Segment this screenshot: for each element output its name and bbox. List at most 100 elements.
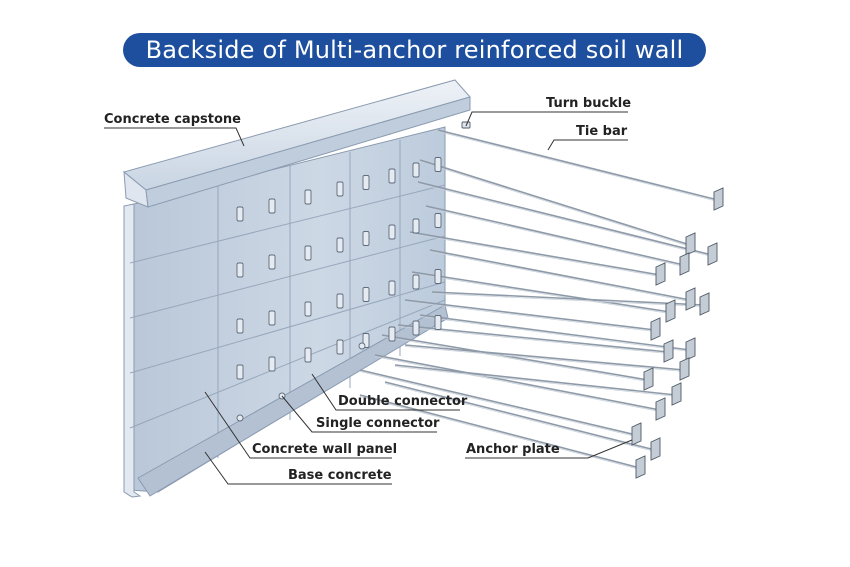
tie-bar-highlight xyxy=(394,366,677,397)
anchor-plate xyxy=(650,437,661,461)
tie-bar xyxy=(425,205,685,266)
wall-left-edge xyxy=(123,203,142,498)
tie-bar xyxy=(381,334,649,381)
tie-bar xyxy=(431,291,705,306)
wall-connector xyxy=(388,224,396,240)
single-connector xyxy=(236,414,244,422)
label-anchor-plate: Anchor plate xyxy=(466,442,560,457)
tie-bar-highlight xyxy=(411,273,671,314)
tie-bar xyxy=(429,249,691,301)
wall-connector xyxy=(336,339,344,355)
wall-connector xyxy=(412,162,420,178)
leader-single-connector xyxy=(281,395,437,433)
tie-bar-highlight xyxy=(404,346,685,372)
anchor-plate xyxy=(635,455,646,479)
anchor-plate xyxy=(663,339,674,363)
connectors xyxy=(236,121,471,422)
diagram-title: Backside of Multi-anchor reinforced soil… xyxy=(145,36,684,64)
tie-bar xyxy=(419,159,691,246)
tie-bar xyxy=(394,364,677,396)
tie-bar xyxy=(404,344,685,371)
tie-bar-highlight xyxy=(381,336,649,382)
tie-bar-highlight xyxy=(429,251,691,302)
wall-connector xyxy=(434,213,442,228)
anchor-plate xyxy=(707,242,718,266)
anchor-plates xyxy=(631,187,724,479)
tie-bar xyxy=(359,369,637,436)
leader-concrete-wall-panel xyxy=(204,391,392,459)
wall-connector xyxy=(336,181,344,197)
label-concrete-wall-panel: Concrete wall panel xyxy=(252,442,398,457)
wall-connector xyxy=(434,157,442,172)
label-double-connector: Double connector xyxy=(338,394,468,409)
wall-connector xyxy=(304,189,312,205)
label-turn-buckle: Turn buckle xyxy=(546,96,632,111)
wall-connector xyxy=(434,315,442,330)
leader-anchor-plate xyxy=(465,439,633,459)
tie-bar-highlight xyxy=(359,396,641,470)
wall-connector xyxy=(236,206,244,222)
anchor-plate xyxy=(685,287,696,311)
panel-seams xyxy=(129,140,446,458)
tie-bars xyxy=(359,129,719,470)
concrete-wall xyxy=(123,126,449,498)
tie-bar xyxy=(419,314,691,351)
single-connector xyxy=(358,342,366,350)
label-tie-bar: Tie bar xyxy=(576,124,628,139)
wall-connector xyxy=(434,269,442,284)
leader-tie-bar xyxy=(547,139,628,151)
title-banner xyxy=(123,33,706,67)
leader-lines xyxy=(104,111,633,485)
tie-bar xyxy=(409,231,661,276)
concrete-capstone xyxy=(122,79,471,208)
anchor-plate xyxy=(671,382,682,406)
anchor-plate xyxy=(679,357,690,381)
wall-connector xyxy=(304,301,312,317)
anchor-plate xyxy=(713,187,724,211)
tie-bar-highlight xyxy=(409,233,661,277)
tie-bar-highlight xyxy=(431,293,705,307)
tie-bar xyxy=(404,299,656,331)
label-single-connector: Single connector xyxy=(316,416,440,431)
anchor-plate xyxy=(699,292,710,316)
leader-base-concrete xyxy=(204,451,392,485)
wall-connector xyxy=(388,168,396,184)
wall-connector xyxy=(336,237,344,253)
tie-bar-highlight xyxy=(374,356,661,412)
wall-connector xyxy=(268,254,276,270)
wall-connector xyxy=(268,310,276,326)
tie-bar-highlight xyxy=(359,371,637,437)
anchor-plate xyxy=(631,422,642,446)
wall-connector xyxy=(388,280,396,296)
tie-bar-highlight xyxy=(425,207,685,267)
tie-bar xyxy=(397,324,669,353)
wall-connector xyxy=(412,218,420,234)
tie-bar-highlight xyxy=(419,161,691,247)
anchor-plate xyxy=(650,317,661,341)
leader-double-connector xyxy=(311,373,460,411)
wall-connector xyxy=(362,287,370,302)
leader-turn-buckle xyxy=(465,111,628,127)
anchor-plate xyxy=(655,397,666,421)
wall-connector xyxy=(304,347,312,363)
tie-bar xyxy=(417,181,713,256)
tie-bar-highlight xyxy=(437,131,719,202)
anchor-plate xyxy=(685,337,696,361)
tie-bar-highlight xyxy=(417,183,713,257)
anchor-plate xyxy=(665,299,676,323)
wall-connector xyxy=(362,175,370,190)
wall-connector xyxy=(268,356,276,372)
anchor-plate xyxy=(679,252,690,276)
wall-connector xyxy=(362,231,370,246)
tie-bar xyxy=(437,129,719,201)
leader-concrete-capstone xyxy=(104,127,245,147)
wall-connector xyxy=(236,364,244,380)
label-base-concrete: Base concrete xyxy=(288,468,392,483)
tie-bar xyxy=(374,354,661,411)
tie-bar-highlight xyxy=(397,326,669,354)
tie-bar-highlight xyxy=(404,301,656,332)
tie-bar xyxy=(411,271,671,313)
label-concrete-capstone: Concrete capstone xyxy=(104,112,241,127)
wall-connector xyxy=(388,326,396,342)
